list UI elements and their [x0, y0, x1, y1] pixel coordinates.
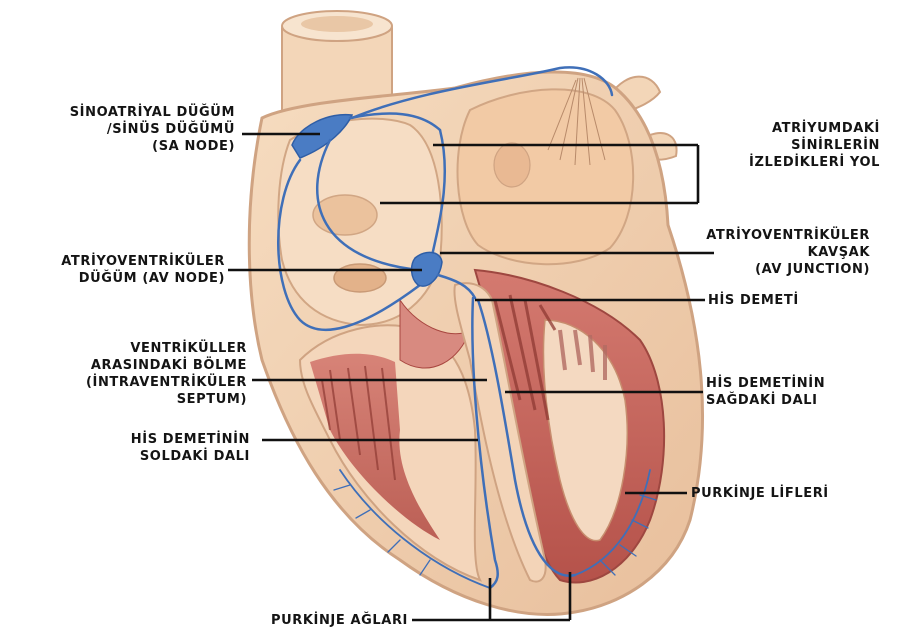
label-purkinje-fibers: PURKİNJE LİFLERİ: [691, 485, 829, 502]
coronary-sinus-opening: [334, 264, 386, 292]
left-atrium: [458, 89, 634, 264]
label-purkinje-network: PURKİNJE AĞLARI: [271, 612, 408, 629]
label-atrial-pathways: ATRİYUMDAKİ SİNİRLERİN İZLEDİKLERİ YOL: [749, 120, 880, 171]
label-left-bundle: HİS DEMETİNİN SOLDAKİ DALI: [131, 431, 250, 465]
label-right-bundle: HİS DEMETİNİN SAĞDAKİ DALI: [706, 375, 825, 409]
label-septum: VENTRİKÜLLER ARASINDAKİ BÖLME (İNTRAVENT…: [86, 340, 247, 408]
label-his-bundle: HİS DEMETİ: [708, 292, 799, 309]
label-av-node: ATRİYOVENTRİKÜLER DÜĞÜM (AV NODE): [61, 253, 225, 287]
label-av-junction: ATRİYOVENTRİKÜLER KAVŞAK (AV JUNCTION): [706, 227, 870, 278]
label-sa-node: SİNOATRİYAL DÜĞÜM /SİNÜS DÜĞÜMÜ (SA NODE…: [70, 104, 235, 155]
